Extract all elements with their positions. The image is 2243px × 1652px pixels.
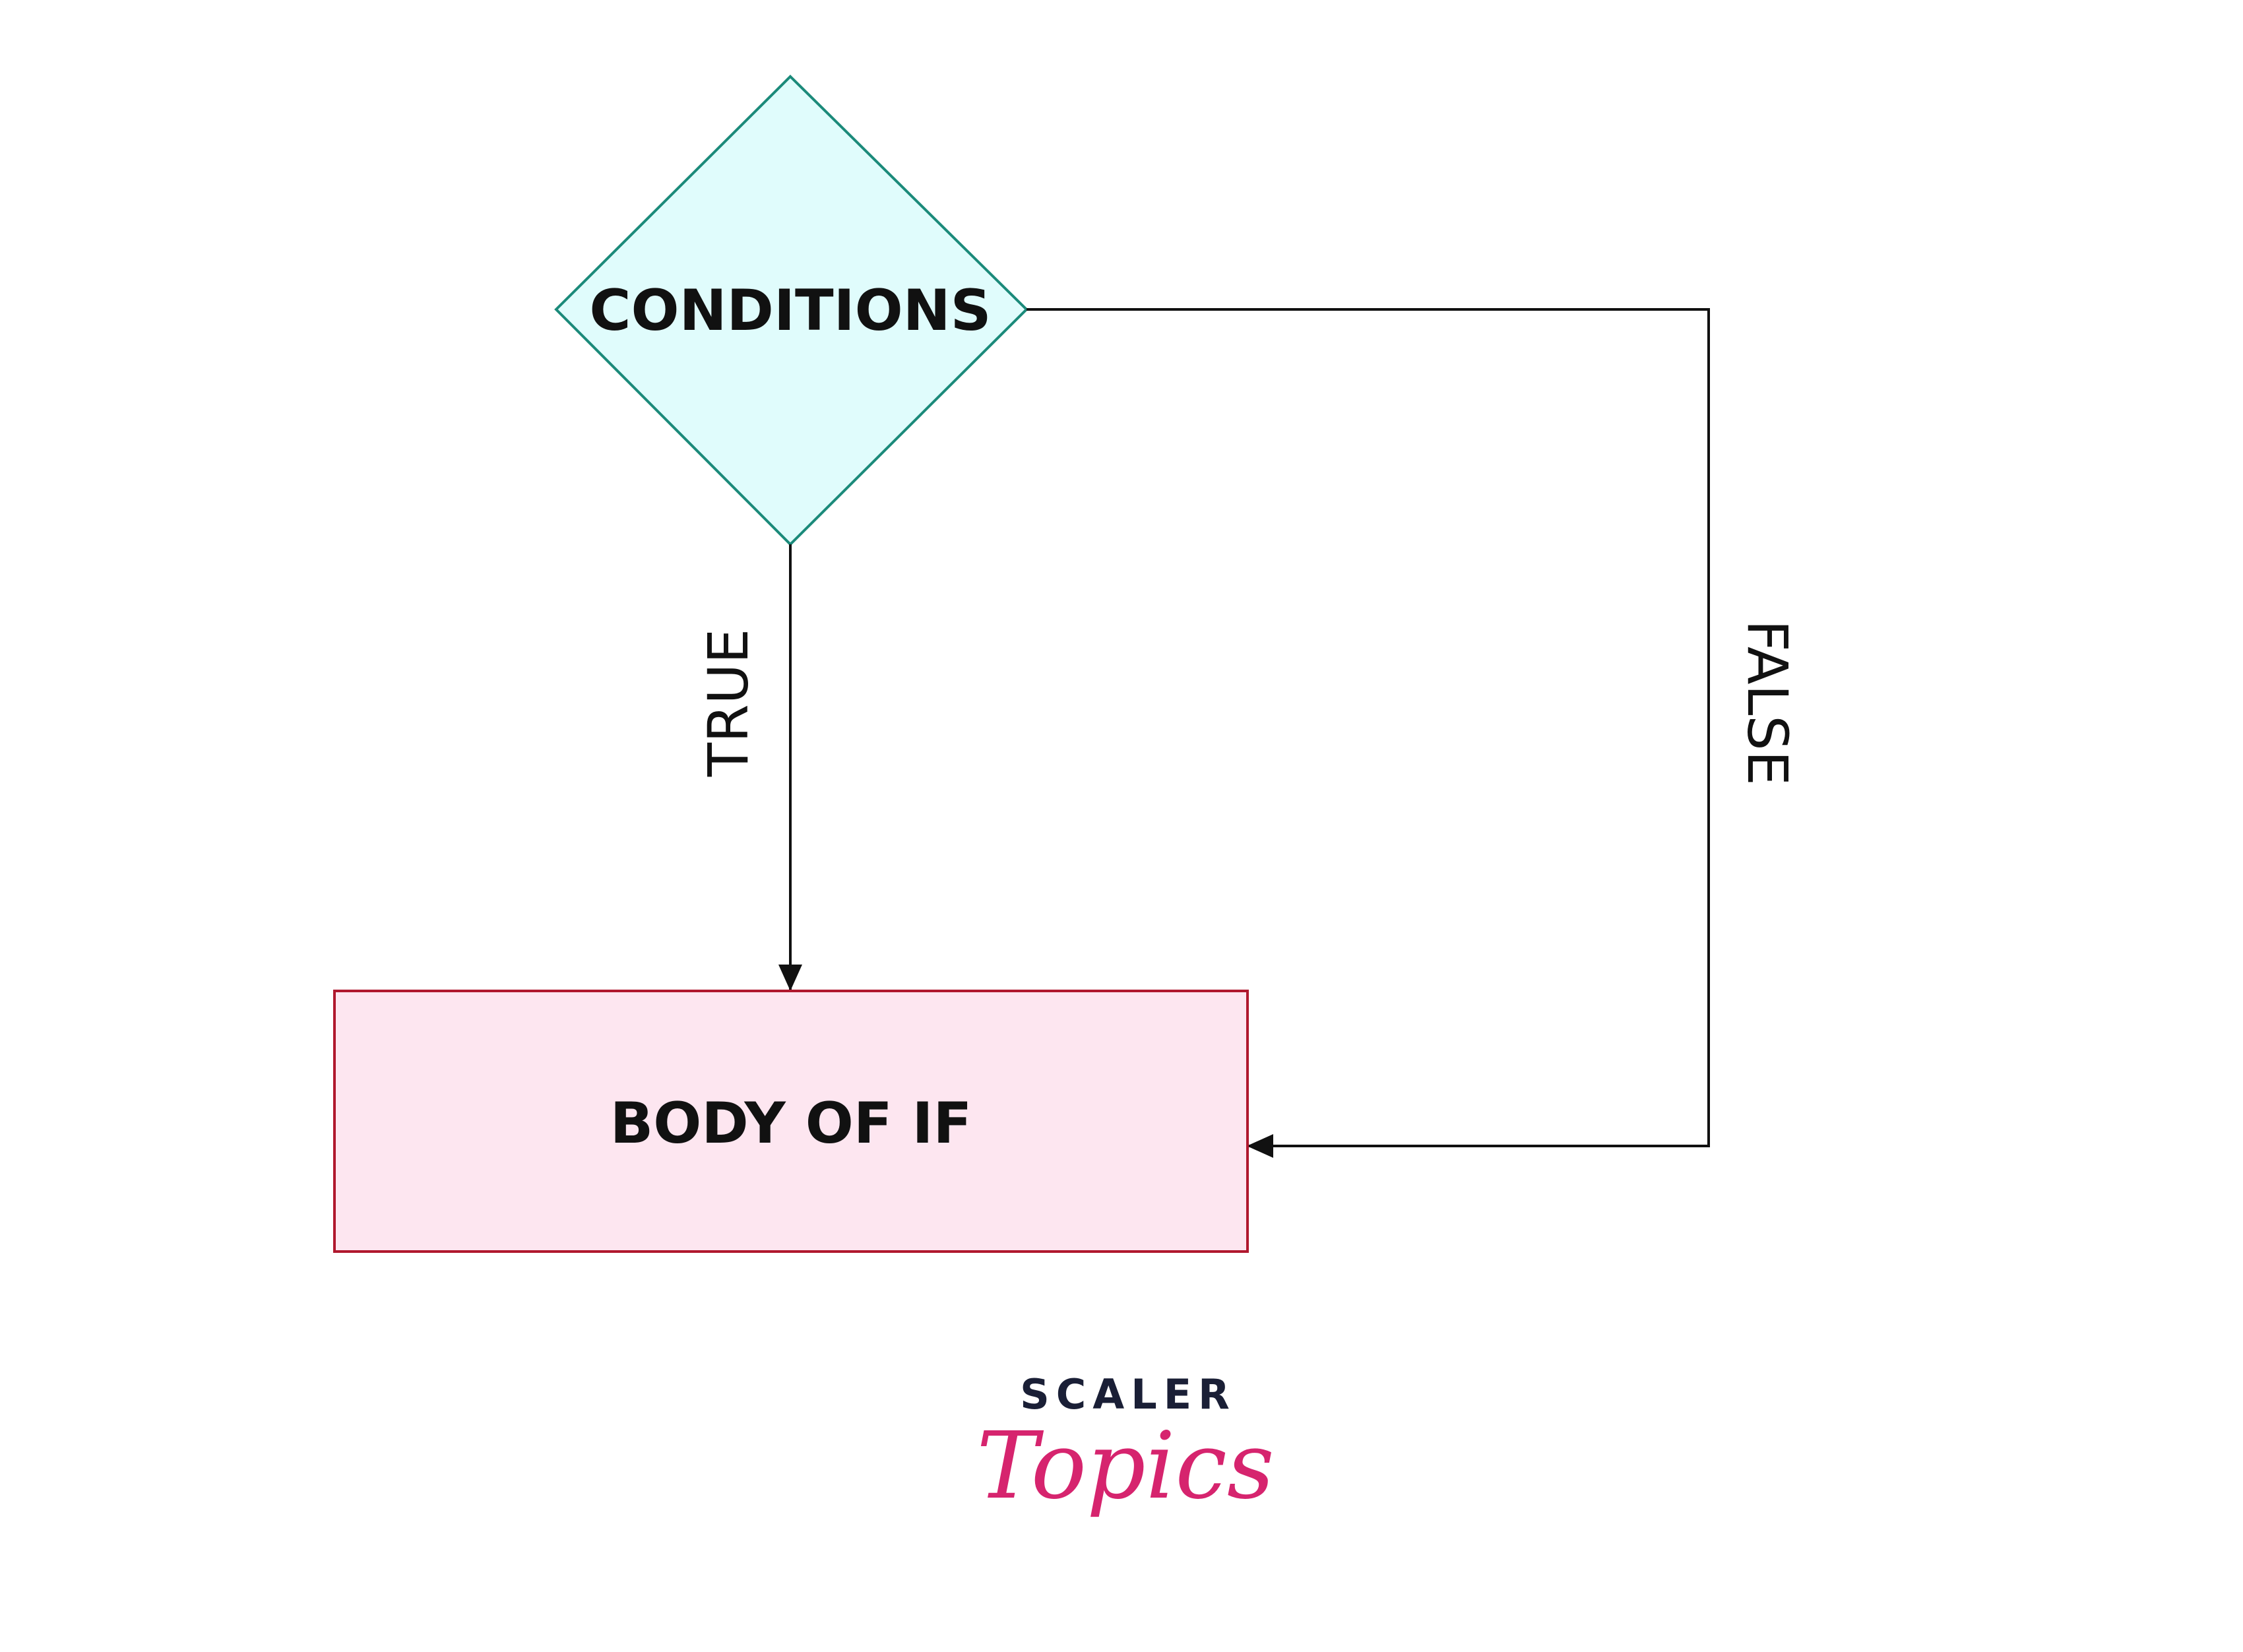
process-label: BODY OF IF <box>610 1091 972 1157</box>
logo-scaler-text: SCALER <box>1020 1370 1236 1418</box>
false-edge <box>1027 308 1710 1158</box>
logo-topics-text: Topics <box>976 1413 1274 1520</box>
false-edge-label: FALSE <box>1735 620 1800 785</box>
process-box <box>333 990 1249 1253</box>
true-edge-label: TRUE <box>696 629 761 777</box>
scaler-topics-logo: SCALER Topics <box>976 1370 1274 1520</box>
decision-label: CONDITIONS <box>589 278 991 344</box>
